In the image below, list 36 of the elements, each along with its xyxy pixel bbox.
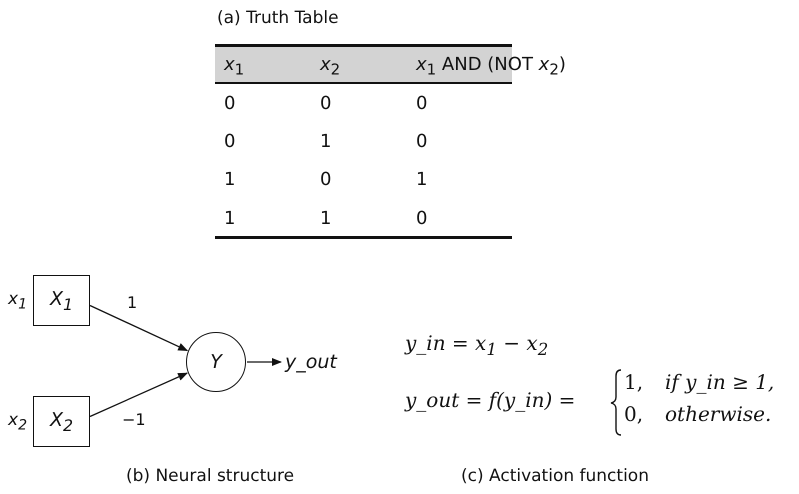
- arrow: [90, 304, 188, 352]
- arrow: [90, 372, 188, 418]
- table-value: 0: [224, 131, 236, 152]
- input-variable: x$_{1}$: [8, 289, 28, 312]
- neuron-label: X$_{1}$: [50, 288, 74, 314]
- input-neuron-box: [33, 275, 90, 326]
- input-neuron-box: [33, 396, 90, 447]
- neuron-label: X$_{2}$: [50, 408, 74, 434]
- arrow: [247, 358, 282, 366]
- output-neuron-circle: [186, 332, 246, 392]
- table-value: 1: [224, 169, 236, 190]
- table-value: 0: [416, 93, 428, 114]
- table-value: 0: [320, 169, 332, 190]
- table-value: 0: [416, 131, 428, 152]
- table-value: 1: [416, 169, 428, 190]
- table-header: x$_{1}$ AND (NOT x$_{2}$): [416, 54, 566, 79]
- input-variable: x$_{2}$: [8, 410, 28, 434]
- table-value: 1: [224, 208, 236, 229]
- case-condition: if y_in ≥ 1,: [665, 370, 774, 394]
- table-value: 0: [224, 93, 236, 114]
- table-value: 0: [320, 93, 332, 114]
- table-value: 1: [320, 208, 332, 229]
- case-value: 1,: [624, 370, 644, 394]
- equation: y_in = x$_{1}$ − x$_{2}$: [405, 331, 548, 359]
- table-value: 0: [416, 208, 428, 229]
- figure-caption: (b) Neural structure: [126, 466, 294, 486]
- neuron-label: Y: [210, 351, 222, 373]
- table-title: (a) Truth Table: [217, 8, 339, 28]
- figure-caption: (c) Activation function: [461, 466, 649, 486]
- case-value: 0,: [624, 402, 644, 426]
- table-header: x$_{1}$: [224, 54, 244, 79]
- output-label: y_out: [285, 349, 341, 375]
- case-condition: otherwise.: [665, 402, 772, 426]
- equation: y_out = f(y_in) =: [405, 388, 576, 412]
- table-value: 1: [320, 131, 332, 152]
- table-header: x$_{2}$: [320, 54, 340, 79]
